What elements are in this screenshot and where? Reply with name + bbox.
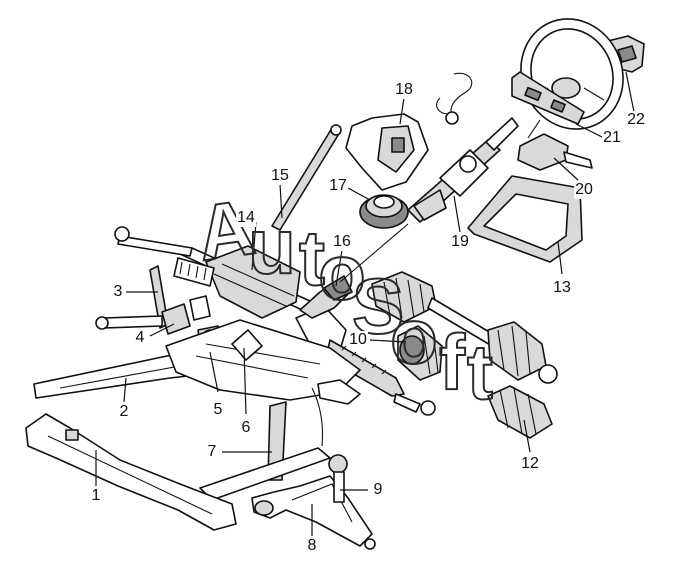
column-bracket-part <box>345 72 473 191</box>
callout-3: 3 <box>112 283 124 301</box>
callout-9: 9 <box>372 481 384 499</box>
callout-4: 4 <box>134 329 146 347</box>
callout-10: 10 <box>348 331 368 349</box>
callout-17: 17 <box>328 177 348 195</box>
callout-2: 2 <box>118 403 130 421</box>
callout-14: 14 <box>236 209 256 227</box>
pinion-joint-part <box>299 223 409 319</box>
mount-plate-part <box>511 71 585 125</box>
callout-21: 21 <box>602 129 622 147</box>
lower-subframe-part <box>25 413 237 531</box>
callout-19: 19 <box>450 233 470 251</box>
callout-22: 22 <box>626 111 646 129</box>
steering-column-part <box>407 117 519 223</box>
callout-6: 6 <box>240 419 252 437</box>
callout-7: 7 <box>206 443 218 461</box>
watermark-letter: f <box>438 318 466 406</box>
callout-15: 15 <box>270 167 290 185</box>
watermark-letter: t <box>298 214 326 302</box>
callout-8: 8 <box>306 537 318 555</box>
callout-5: 5 <box>212 401 224 419</box>
callout-1: 1 <box>90 487 102 505</box>
column-cover-part <box>467 175 583 263</box>
column-boot-part <box>359 194 409 229</box>
callout-20: 20 <box>574 181 594 199</box>
leader-lines <box>95 71 635 536</box>
driveshaft-12-part <box>487 385 553 439</box>
watermark-letter: o <box>389 292 439 380</box>
callout-12: 12 <box>520 455 540 473</box>
steering-rack-part <box>114 226 436 416</box>
tie-rod-bar-part <box>271 124 342 231</box>
callout-16: 16 <box>332 233 352 251</box>
driveshaft-10-part <box>371 271 558 384</box>
brace-7-part <box>199 379 361 501</box>
callout-18: 18 <box>394 81 414 99</box>
callout-13: 13 <box>552 279 572 297</box>
watermark-letter: t <box>466 328 494 416</box>
combination-switch-part <box>517 119 593 171</box>
ball-joint-9-part <box>328 454 348 503</box>
